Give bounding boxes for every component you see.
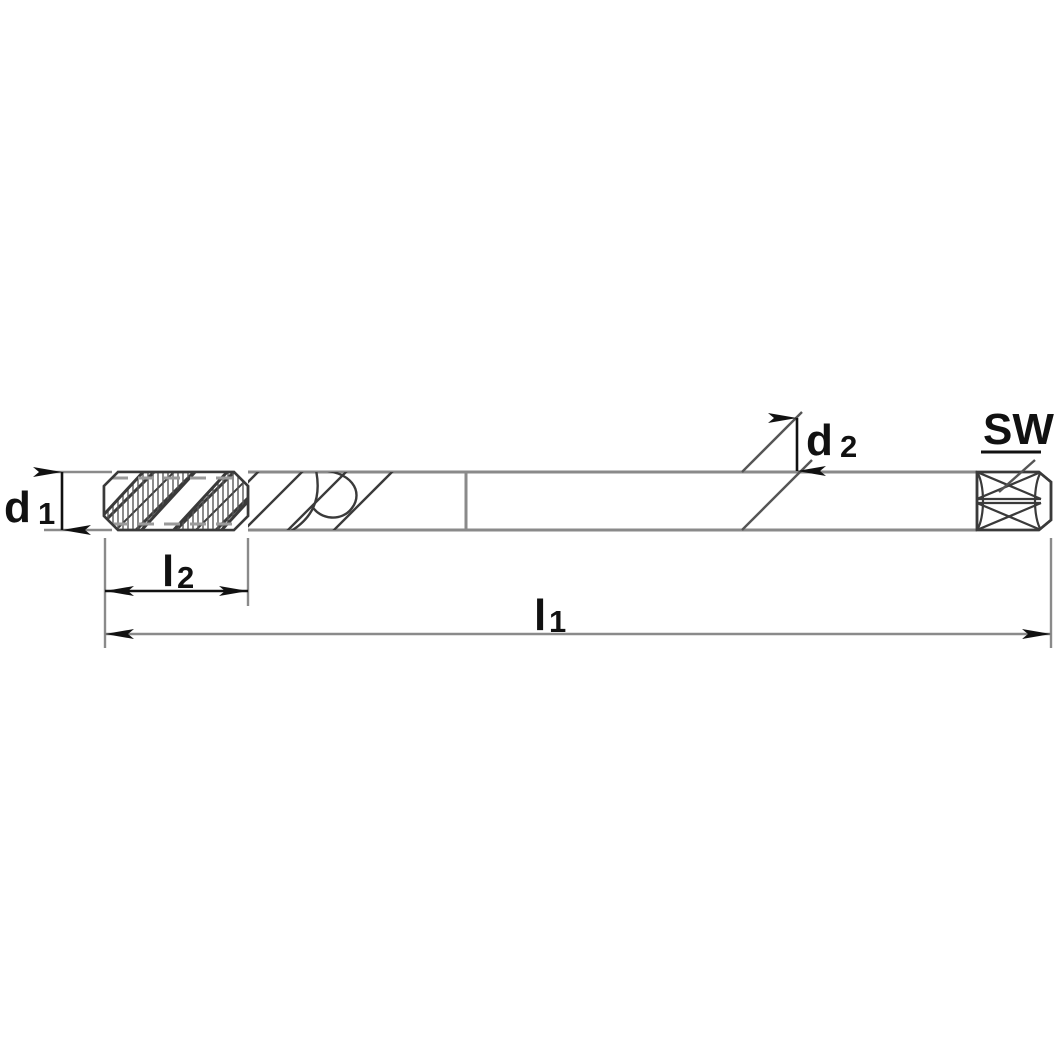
dimension-label-d2: d 2	[806, 416, 857, 465]
sw-leader-line	[981, 450, 1041, 493]
d1-base: d	[4, 483, 31, 532]
threaded-cutting-portion	[102, 470, 250, 532]
d1-subscript: 1	[38, 496, 55, 531]
dimension-label-l1: l 1	[534, 591, 566, 640]
dimension-label-l2: l 2	[162, 547, 194, 596]
d2-subscript: 2	[840, 429, 857, 464]
thread-hatching	[104, 472, 248, 530]
sw-base: SW	[983, 405, 1054, 454]
d2-base: d	[806, 416, 833, 465]
tool-body-outline	[248, 470, 977, 532]
l2-base: l	[162, 547, 174, 596]
l1-base: l	[534, 591, 546, 640]
square-drive-end	[975, 470, 1053, 532]
square-flat-crosshatch	[977, 472, 1042, 530]
thread-crest-dashed-lines	[112, 476, 240, 526]
l2-subscript: 2	[177, 560, 194, 595]
spiral-flute-runout	[248, 472, 394, 530]
dimension-label-d1: d 1	[4, 483, 55, 532]
l1-subscript: 1	[549, 604, 566, 639]
d2-dimension-line	[741, 411, 826, 531]
dimension-label-sw: SW	[983, 405, 1054, 454]
